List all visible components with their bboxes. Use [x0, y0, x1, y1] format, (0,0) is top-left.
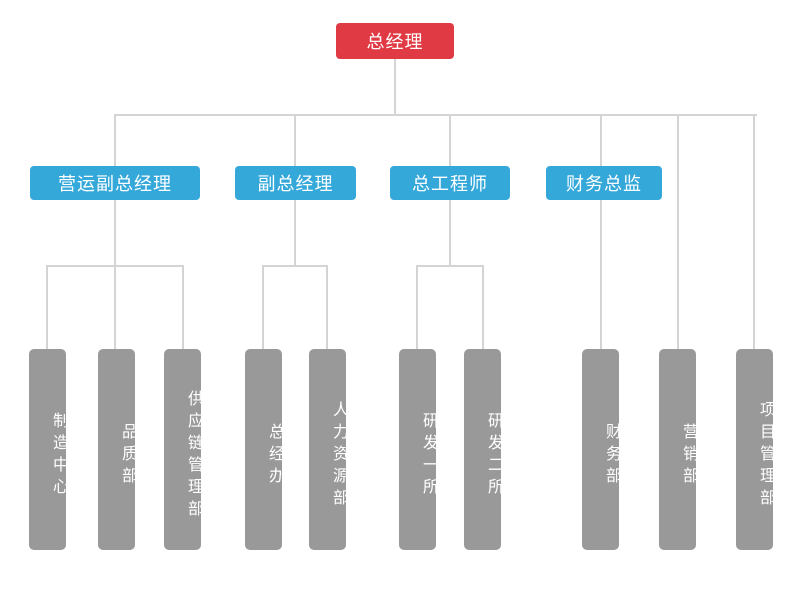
- connector-line: [600, 114, 602, 350]
- node-dept-supply-chain-management[interactable]: 供应链管理部: [164, 349, 202, 550]
- connector-line-main-bus: [114, 114, 757, 116]
- connector-line: [482, 265, 484, 350]
- connector-line: [46, 265, 48, 350]
- node-dept-gm-office[interactable]: 总经办: [245, 349, 283, 550]
- node-dept-rd-institute-2[interactable]: 研发二所: [464, 349, 502, 550]
- connector-line-sub-bus: [262, 265, 328, 267]
- node-deputy-gm[interactable]: 副总经理: [235, 166, 356, 200]
- connector-line: [182, 265, 184, 350]
- connector-line-sub-bus: [416, 265, 484, 267]
- node-finance-director[interactable]: 财务总监: [546, 166, 662, 200]
- node-dept-project-management[interactable]: 项目管理部: [736, 349, 774, 550]
- connector-line: [753, 114, 755, 350]
- connector-line: [677, 114, 679, 350]
- connector-line: [262, 265, 264, 350]
- connector-line: [114, 265, 116, 350]
- connector-line: [326, 265, 328, 350]
- node-dept-human-resources[interactable]: 人力资源部: [309, 349, 347, 550]
- node-dept-marketing[interactable]: 营销部: [659, 349, 697, 550]
- node-dept-finance[interactable]: 财务部: [582, 349, 620, 550]
- node-dept-manufacturing-center[interactable]: 制造中心: [29, 349, 67, 550]
- connector-line-root-drop: [394, 58, 396, 115]
- node-dept-rd-institute-1[interactable]: 研发一所: [399, 349, 437, 550]
- node-dept-quality[interactable]: 品质部: [98, 349, 136, 550]
- node-general-manager[interactable]: 总经理: [336, 23, 454, 59]
- node-chief-engineer[interactable]: 总工程师: [390, 166, 510, 200]
- connector-line: [416, 265, 418, 350]
- node-operations-vice-gm[interactable]: 营运副总经理: [30, 166, 200, 200]
